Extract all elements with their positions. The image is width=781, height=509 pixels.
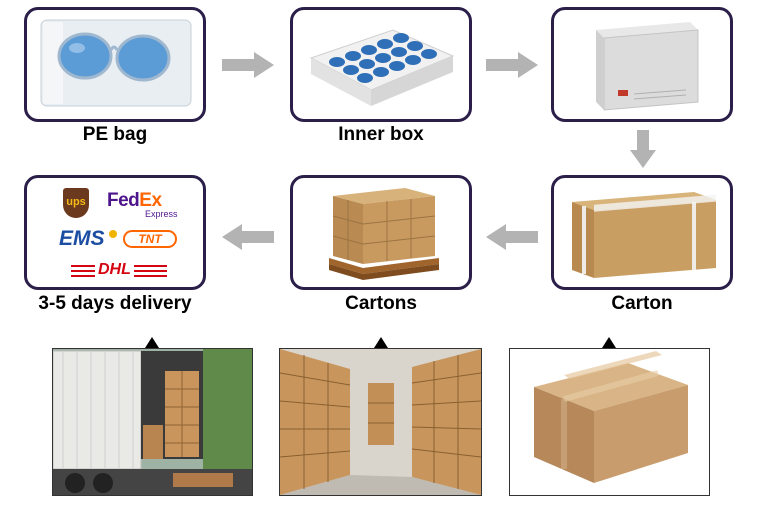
- tnt-logo-text: TNT: [138, 232, 162, 246]
- step-carton-white-box: [551, 7, 733, 122]
- step-pe-bag-box: [24, 7, 206, 122]
- fedex-ex-text: Ex: [139, 190, 162, 211]
- white-carton-image: [596, 22, 699, 111]
- ems-swoosh: [109, 230, 117, 238]
- fedex-logo: FedEx: [107, 190, 162, 212]
- tnt-logo: TNT: [123, 230, 177, 248]
- dhl-logo: DHL: [71, 261, 167, 279]
- step-delivery-box: ups FedEx Express EMS TNT DHL: [24, 175, 206, 290]
- arrow-right-2: [486, 52, 538, 78]
- inner-box-image: [309, 29, 455, 106]
- warehouse-photo: [279, 348, 482, 496]
- step-inner-box-label: Inner box: [338, 124, 424, 145]
- step-carton-box: [551, 175, 733, 290]
- ems-logo: EMS: [59, 227, 105, 250]
- dhl-logo-text: DHL: [95, 261, 134, 279]
- step-delivery-label: 3-5 days delivery: [38, 293, 192, 314]
- arrow-left-1: [222, 224, 274, 250]
- arrow-down: [630, 130, 656, 168]
- truck-loading-photo: [52, 348, 253, 496]
- fedex-fed-text: Fed: [107, 190, 140, 211]
- pe-bag-image: [40, 19, 192, 107]
- pointer-triangle-3: [602, 337, 616, 348]
- pallet-cartons-image: [329, 188, 439, 280]
- step-inner-box-box: [290, 7, 472, 122]
- fedex-express-text: Express: [145, 209, 178, 219]
- carton-image: [572, 192, 716, 278]
- single-carton-photo: [509, 348, 710, 496]
- step-cartons-label: Cartons: [345, 293, 417, 314]
- pointer-triangle-2: [374, 337, 388, 348]
- step-pe-bag-label: PE bag: [82, 124, 148, 145]
- ups-logo-text: ups: [66, 196, 86, 208]
- arrow-left-2: [486, 224, 538, 250]
- step-cartons-box: [290, 175, 472, 290]
- ups-logo: ups: [63, 188, 89, 218]
- arrow-right-1: [222, 52, 274, 78]
- pointer-triangle-1: [145, 337, 159, 348]
- step-carton-label: Carton: [611, 293, 673, 314]
